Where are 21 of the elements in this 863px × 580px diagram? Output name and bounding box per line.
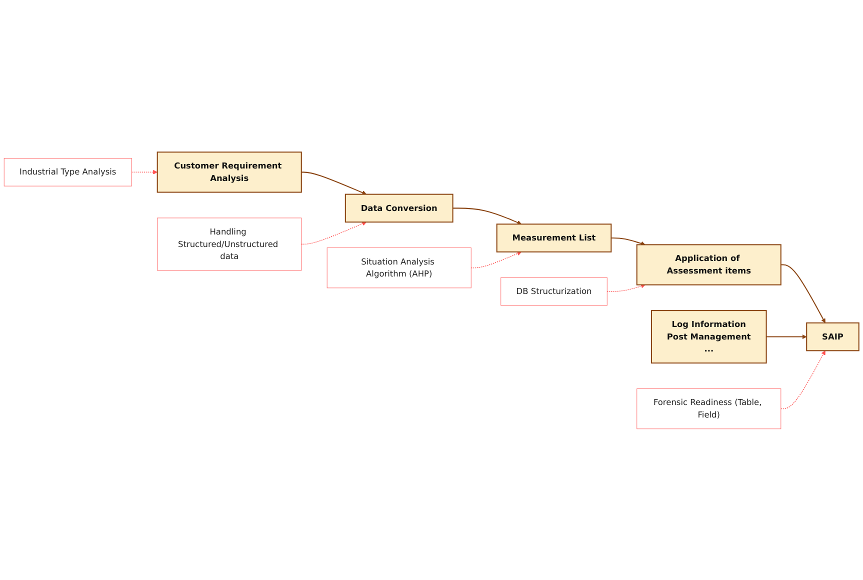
- arrow: [606, 283, 646, 292]
- arrow: [766, 334, 807, 339]
- node-box: SAIP: [806, 322, 860, 351]
- arrow: [452, 207, 522, 224]
- arrow: [301, 221, 367, 244]
- node-box: DB Structurization: [500, 276, 608, 306]
- node-box: Customer Requirement Analysis: [156, 151, 302, 192]
- arrow: [611, 237, 646, 246]
- arrow: [780, 264, 826, 323]
- arrow: [780, 350, 826, 409]
- node-box: Data Conversion: [344, 193, 454, 222]
- node-box: Application of Assessment items: [636, 244, 782, 285]
- node-box: Handling Structured/Unstructured data: [157, 217, 302, 270]
- node-box: Measurement List: [496, 223, 612, 252]
- node-box: Situation Analysis Algorithm (AHP): [326, 247, 472, 288]
- node-box: Log Information Post Management ...: [650, 310, 767, 364]
- node-box: Industrial Type Analysis: [4, 158, 132, 186]
- arrow: [301, 171, 367, 194]
- node-box: Forensic Readiness (Table, Field): [636, 388, 782, 429]
- arrow: [131, 169, 158, 174]
- arrow: [470, 250, 522, 268]
